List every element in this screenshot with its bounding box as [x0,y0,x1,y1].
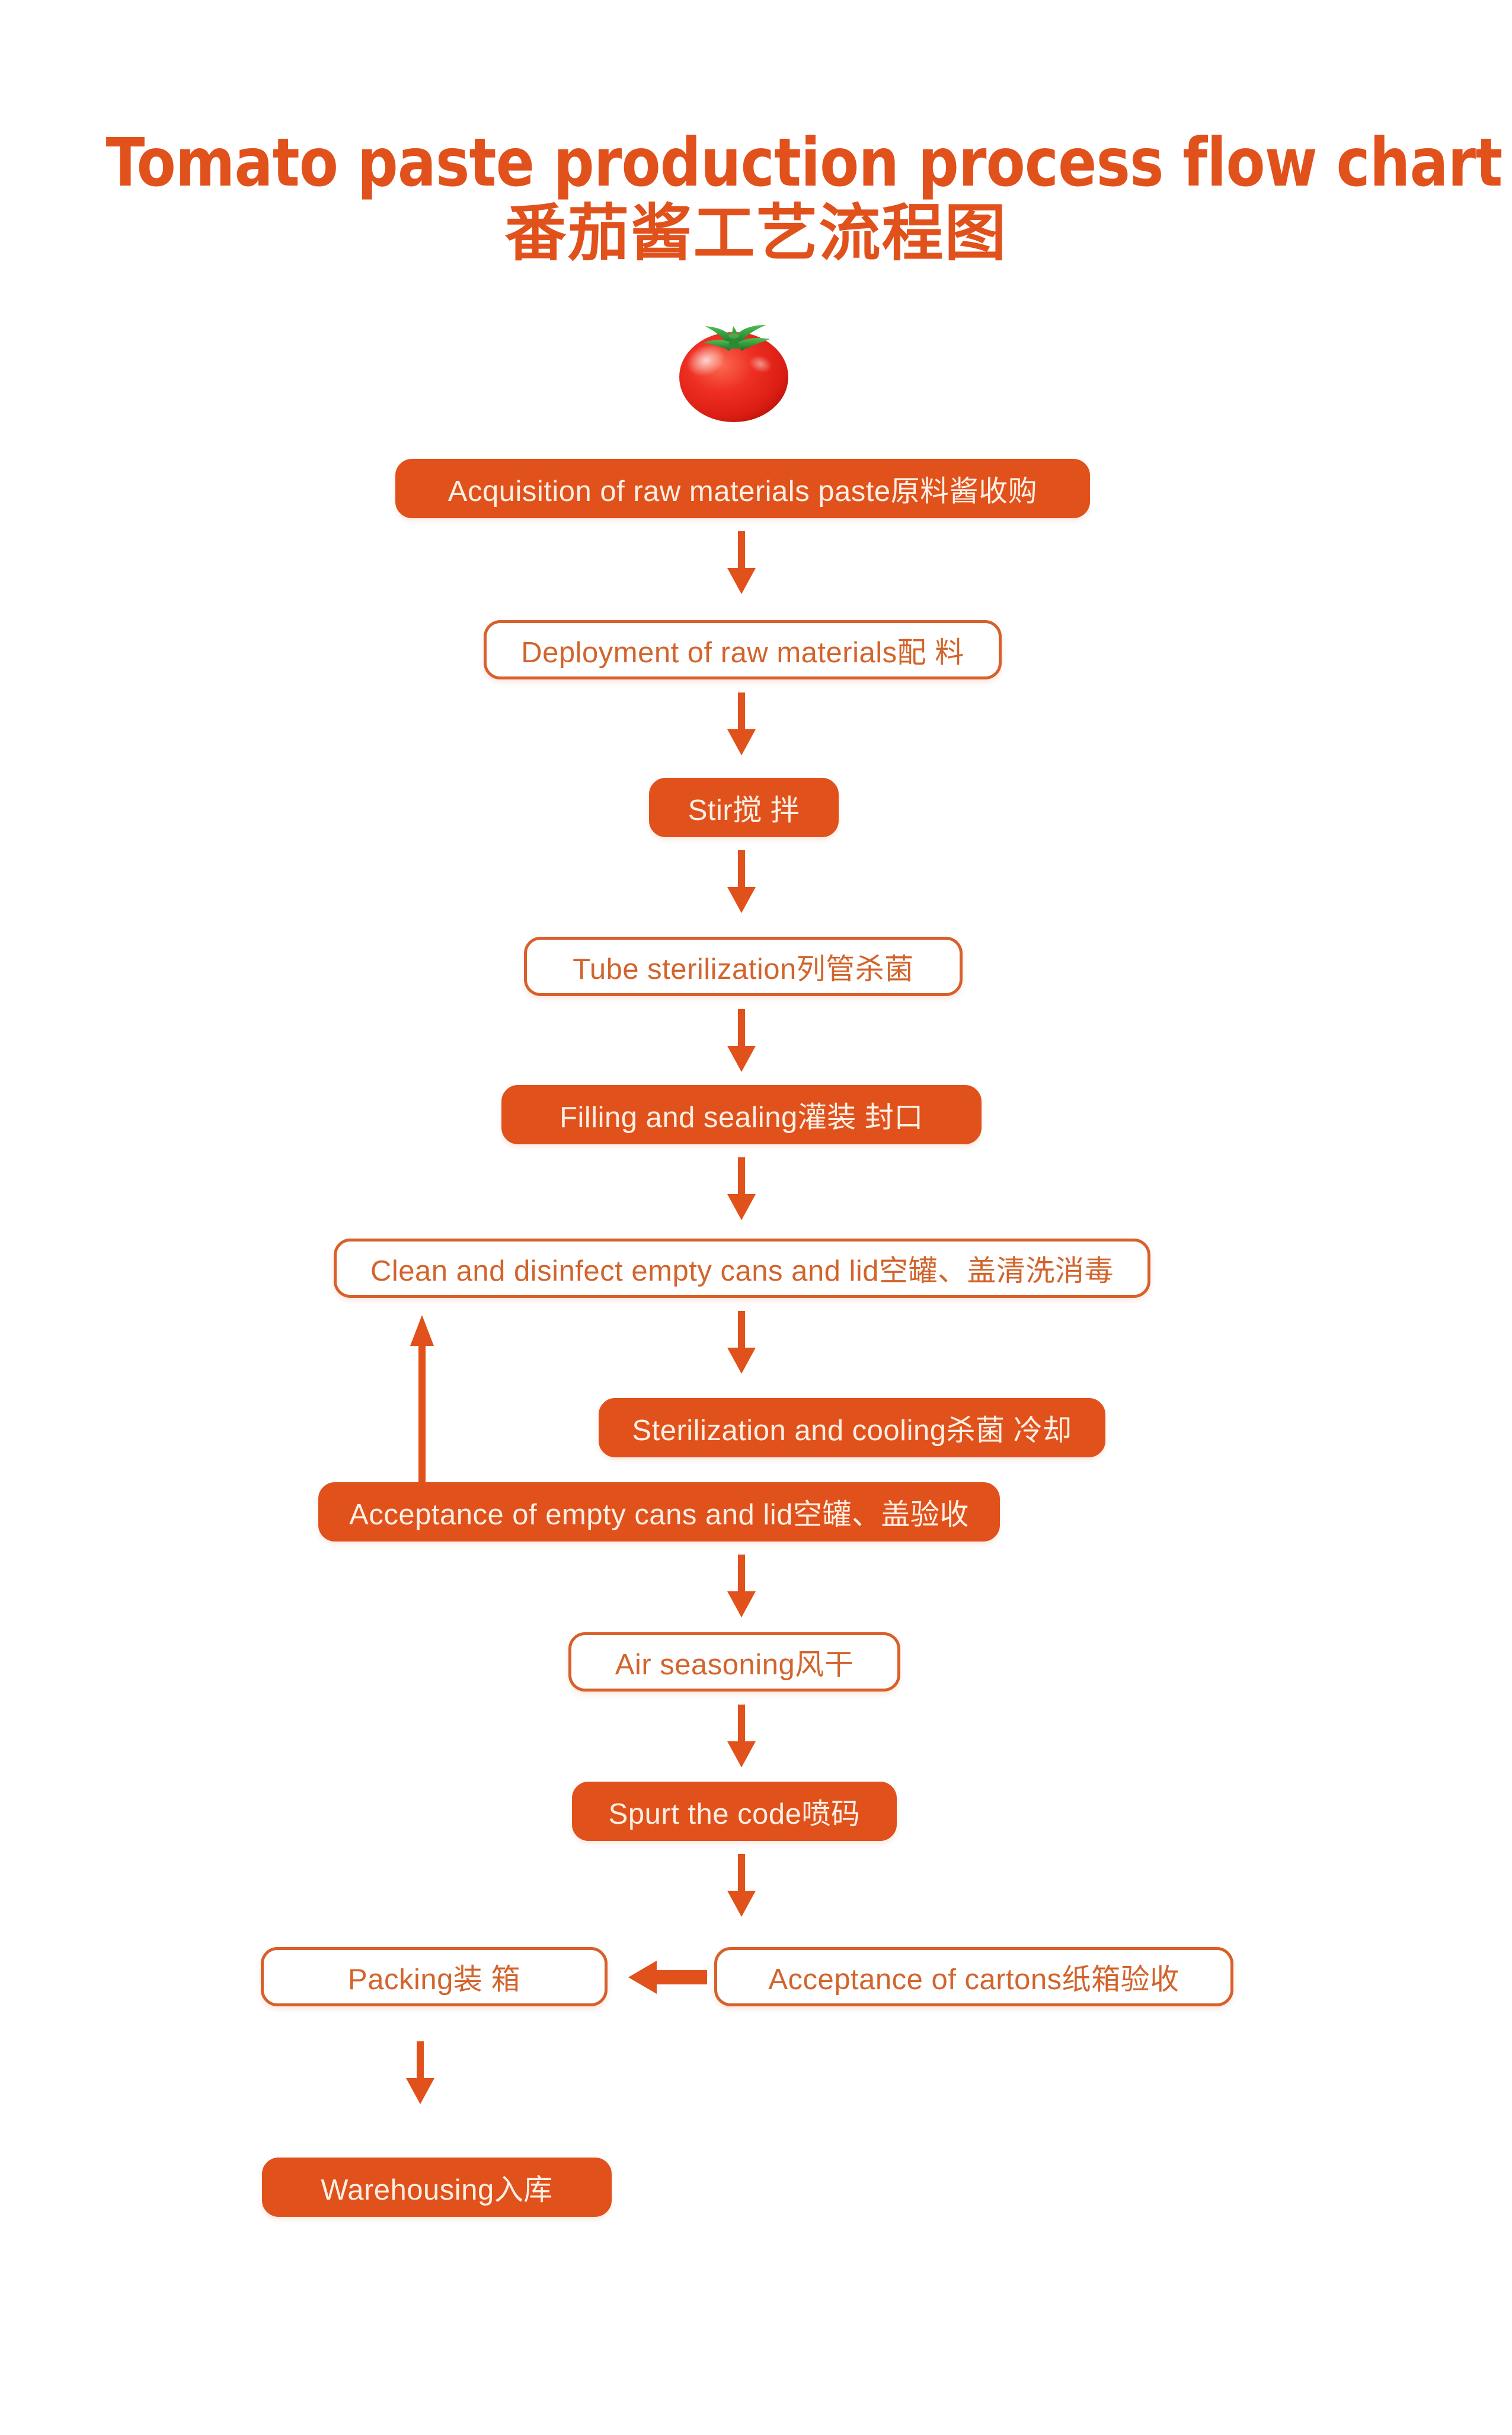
flow-node-spurt-the-code[interactable]: Spurt the code喷码 [572,1782,897,1841]
flow-node-sterilization-and-cooling[interactable]: Sterilization and cooling杀菌 冷却 [599,1398,1105,1457]
flow-node-acceptance-of-empty-cans[interactable]: Acceptance of empty cans and lid空罐、盖验收 [318,1482,1000,1542]
arrow-down-icon-6 [726,1311,757,1375]
flow-node-packing[interactable]: Packing装 箱 [261,1947,608,2006]
tomato-icon [666,306,802,425]
arrow-down-icon-9 [726,1854,757,1918]
arrow-down-icon-10 [405,2041,436,2105]
flow-node-clean-and-disinfect-empty-cans[interactable]: Clean and disinfect empty cans and lid空罐… [334,1239,1150,1298]
page-title-english: Tomato paste production process flow cha… [106,125,1503,202]
flow-node-acquisition-of-raw-materials[interactable]: Acquisition of raw materials paste原料酱收购 [395,459,1090,518]
arrow-down-icon-1 [726,531,757,595]
arrow-down-icon-4 [726,1009,757,1073]
arrow-down-icon-8 [726,1705,757,1769]
flow-node-deployment-of-raw-materials[interactable]: Deployment of raw materials配 料 [484,620,1002,679]
page-title-chinese: 番茄酱工艺流程图 [504,197,1008,270]
arrow-up-icon-acceptance-to-clean [408,1314,436,1489]
arrow-down-icon-5 [726,1157,757,1221]
page-title-block: Tomato paste production process flow cha… [0,129,1512,270]
flow-node-filling-and-sealing[interactable]: Filling and sealing灌装 封口 [501,1085,982,1144]
flow-node-stir[interactable]: Stir搅 拌 [649,778,839,837]
arrow-left-icon-cartons-to-packing [628,1960,708,1995]
flow-node-air-seasoning[interactable]: Air seasoning风干 [568,1632,900,1692]
arrow-down-icon-7 [726,1555,757,1619]
flow-node-warehousing[interactable]: Warehousing入库 [262,2158,612,2217]
arrow-down-icon-2 [726,692,757,757]
flow-node-tube-sterilization[interactable]: Tube sterilization列管杀菌 [524,937,963,996]
flow-node-acceptance-of-cartons[interactable]: Acceptance of cartons纸箱验收 [714,1947,1233,2006]
arrow-down-icon-3 [726,850,757,914]
